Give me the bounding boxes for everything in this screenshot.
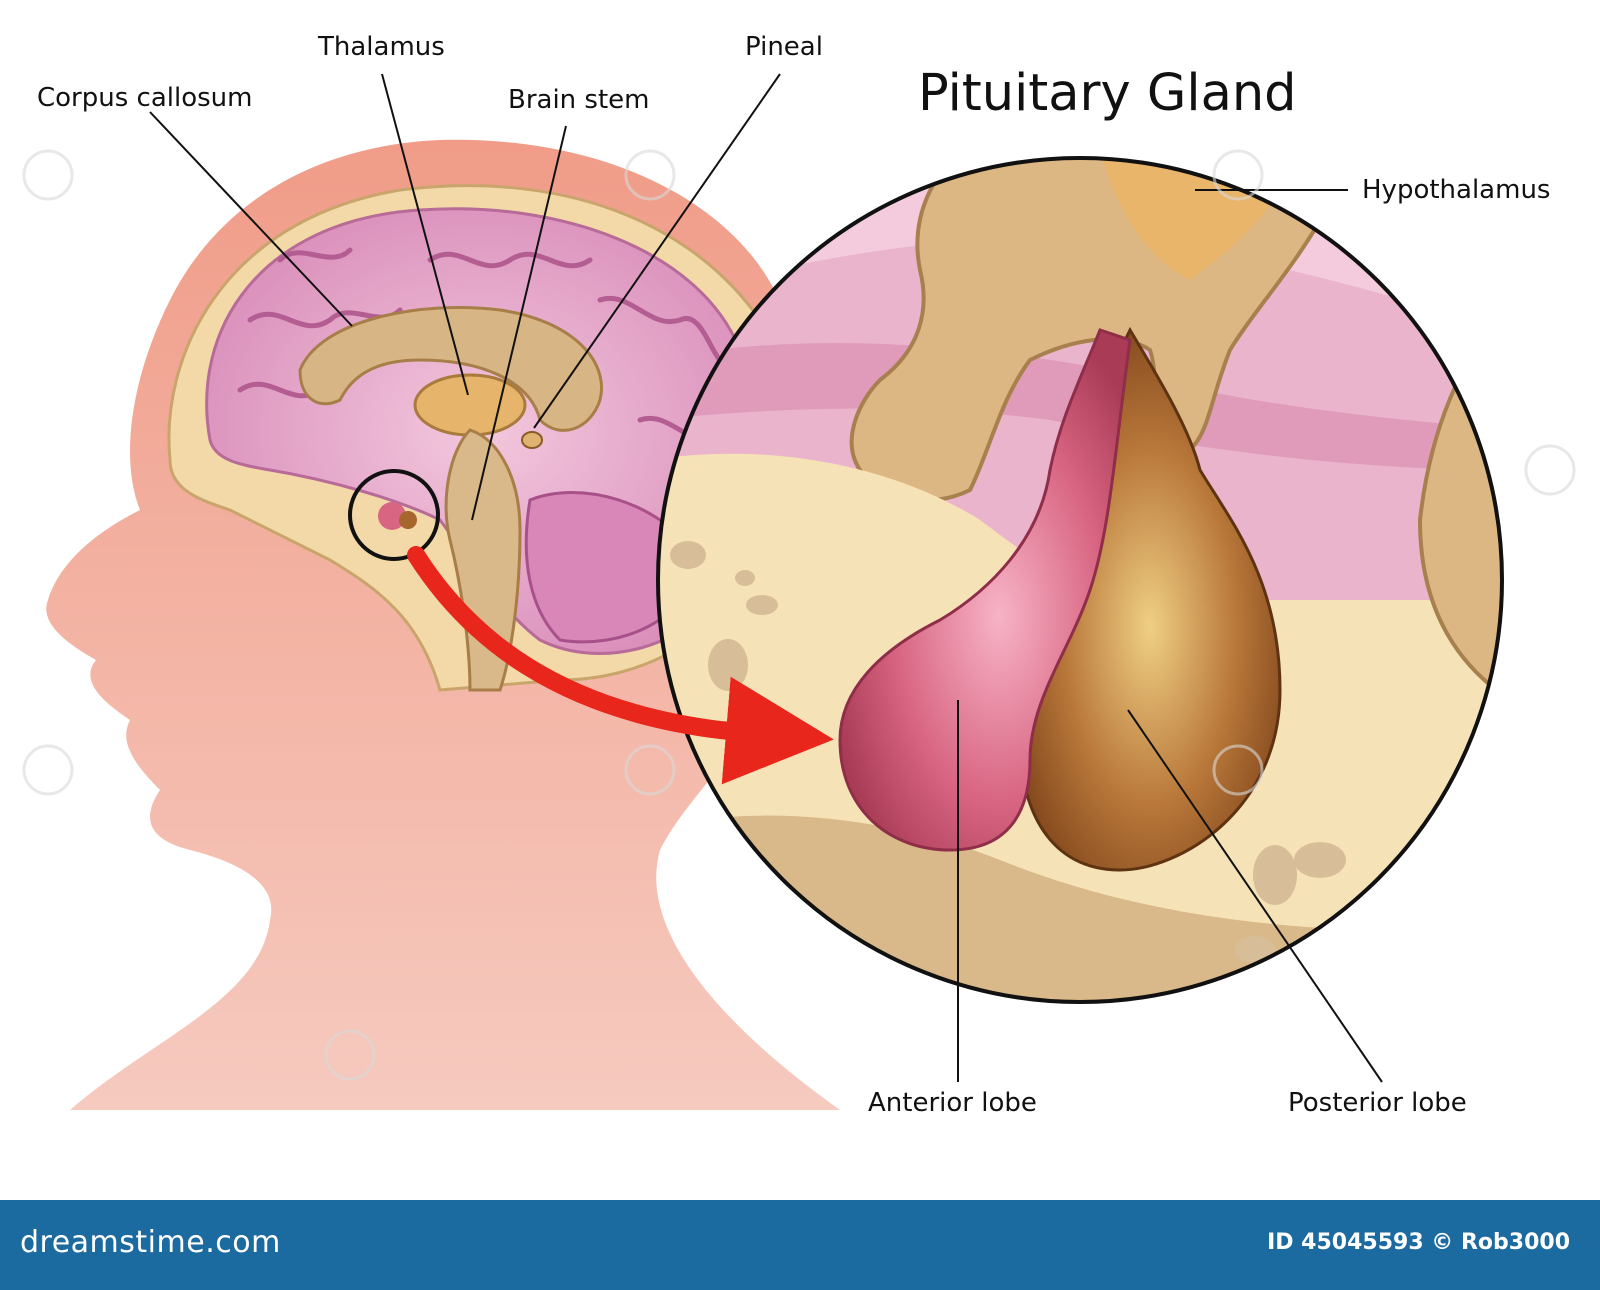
zoom-arrow — [407, 546, 834, 785]
pituitary-small — [378, 502, 406, 530]
zoom-circle — [656, 156, 1504, 1004]
label-corpus-callosum: Corpus callosum — [37, 83, 253, 113]
footer-image-id: ID 45045593 © Rob3000 — [1267, 1230, 1570, 1255]
label-pineal: Pineal — [745, 32, 823, 62]
label-anterior-lobe: Anterior lobe — [868, 1088, 1037, 1118]
leader-lines — [149, 73, 1383, 1083]
pineal-gland — [521, 431, 543, 449]
brain-stem — [444, 428, 522, 692]
label-posterior-lobe: Posterior lobe — [1288, 1088, 1467, 1118]
anterior-lobe — [838, 328, 1132, 852]
focus-circle — [348, 469, 440, 561]
diagram-title: Pituitary Gland — [918, 64, 1297, 123]
label-hypothalamus: Hypothalamus — [1362, 175, 1551, 205]
corpus-callosum — [298, 306, 603, 432]
label-thalamus: Thalamus — [318, 32, 445, 62]
footer-bar: dreamstime.com ID 45045593 © Rob3000 — [0, 1200, 1600, 1290]
thalamus — [413, 373, 527, 437]
footer-brand[interactable]: dreamstime.com — [20, 1225, 281, 1260]
pituitary-small-posterior — [399, 511, 417, 529]
label-brain-stem: Brain stem — [508, 85, 650, 115]
watermark-logos — [22, 149, 1576, 1081]
